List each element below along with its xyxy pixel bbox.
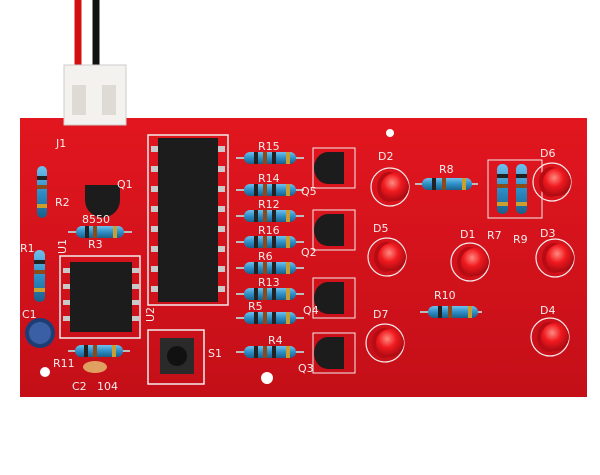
resistor-r5 <box>236 312 304 324</box>
transistor-q1 <box>85 185 120 218</box>
label-r3: R3 <box>88 238 103 251</box>
label-r1: R1 <box>20 242 35 255</box>
label-d5: D5 <box>373 222 388 235</box>
capacitor-c1 <box>25 318 55 348</box>
connector-j1 <box>63 64 127 126</box>
label-r14: R14 <box>258 172 280 185</box>
led-d6 <box>532 162 572 202</box>
led-d5 <box>367 237 407 277</box>
mounting-hole <box>40 367 50 377</box>
label-c1: C1 <box>22 308 37 321</box>
label-s1: S1 <box>208 347 222 360</box>
label-u2: U2 <box>144 307 157 322</box>
transistor-q5 <box>312 147 356 189</box>
resistor-r1 <box>34 250 45 302</box>
label-d2: D2 <box>378 150 393 163</box>
label-d4: D4 <box>540 304 555 317</box>
resistor-r12 <box>236 210 304 222</box>
label-q2: Q2 <box>301 246 317 259</box>
label-r11: R11 <box>53 357 75 370</box>
resistor-r2 <box>37 166 47 218</box>
led-d3 <box>535 238 575 278</box>
label-r15: R15 <box>258 140 280 153</box>
resistor-r11 <box>68 345 130 357</box>
chip-u1 <box>59 255 141 339</box>
label-d3: D3 <box>540 227 555 240</box>
label-r4: R4 <box>268 334 283 347</box>
label-r12: R12 <box>258 198 280 211</box>
label-u1: U1 <box>56 239 69 254</box>
transistor-q4 <box>312 277 356 319</box>
switch-s1 <box>147 329 205 385</box>
resistor-r15 <box>236 152 304 164</box>
resistor-r8 <box>415 178 478 190</box>
label-c2-value: 104 <box>97 380 118 393</box>
mounting-hole <box>261 372 273 384</box>
led-d1 <box>450 242 490 282</box>
label-r13: R13 <box>258 276 280 289</box>
label-q1: Q1 <box>117 178 133 191</box>
chip-u2 <box>147 134 229 306</box>
resistor-r4 <box>236 346 304 358</box>
resistor-r14 <box>236 184 304 196</box>
label-r10: R10 <box>434 289 456 302</box>
label-d6: D6 <box>540 147 555 160</box>
mounting-hole <box>386 129 394 137</box>
transistor-q2 <box>312 209 356 251</box>
capacitor-c2 <box>83 361 107 373</box>
label-r7: R7 <box>487 229 502 242</box>
resistor-r16 <box>236 236 304 248</box>
resistor-r13 <box>236 288 304 300</box>
led-d2 <box>370 167 410 207</box>
label-d1: D1 <box>460 228 475 241</box>
transistor-q3 <box>312 332 356 374</box>
label-r9: R9 <box>513 233 528 246</box>
label-q5: Q5 <box>301 185 317 198</box>
led-d7 <box>365 323 405 363</box>
label-c2: C2 <box>72 380 87 393</box>
resistor-r9 <box>516 164 527 214</box>
label-r6: R6 <box>258 250 273 263</box>
label-r2: R2 <box>55 196 70 209</box>
resistor-r6 <box>236 262 304 274</box>
label-d7: D7 <box>373 308 388 321</box>
label-j1: J1 <box>55 137 66 150</box>
resistor-r3 <box>68 226 132 238</box>
led-d4 <box>530 317 570 357</box>
resistor-r10 <box>420 306 482 318</box>
label-q3: Q3 <box>298 362 314 375</box>
label-q1-part: 8550 <box>82 213 110 226</box>
label-q4: Q4 <box>303 304 319 317</box>
label-r5: R5 <box>248 300 263 313</box>
label-r16: R16 <box>258 224 280 237</box>
label-r8: R8 <box>439 163 454 176</box>
